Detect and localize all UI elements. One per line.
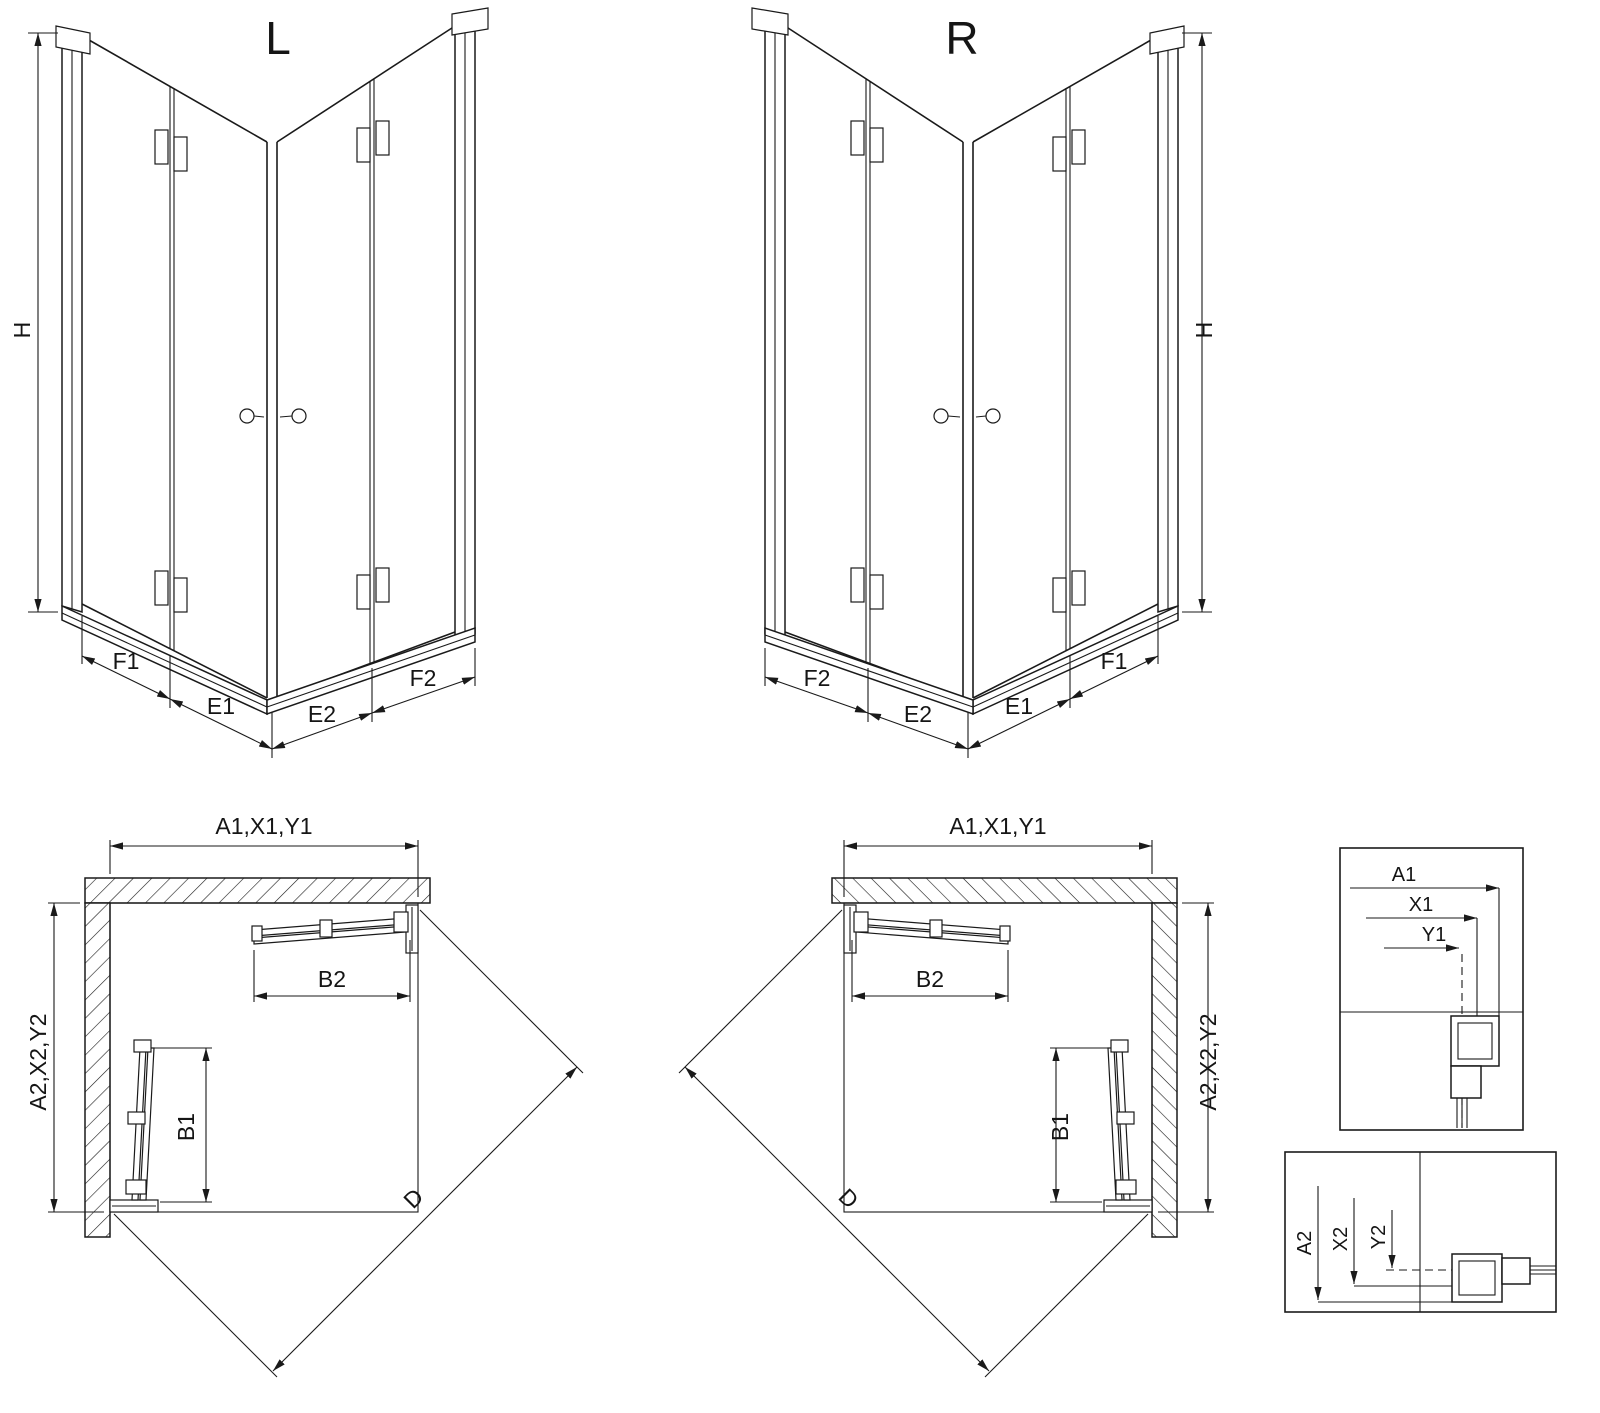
detail-y2-label: Y2 xyxy=(1368,1225,1390,1249)
dim-label-f1-right: F1 xyxy=(1101,648,1128,674)
plan-right-depth-label: A2,X2,Y2 xyxy=(1195,1013,1221,1110)
plan-view-right xyxy=(679,840,1214,1377)
detail-a2-label: A2 xyxy=(1294,1231,1316,1255)
plan-left-diagonal-label: D xyxy=(398,1183,428,1213)
detail-a1-label: A1 xyxy=(1392,864,1416,886)
dim-label-h-right: H xyxy=(1191,322,1217,339)
view-3d-right xyxy=(752,8,1212,758)
view-title-right: R xyxy=(945,12,978,64)
dim-label-f2-right: F2 xyxy=(804,665,831,691)
plan-right-width-label: A1,X1,Y1 xyxy=(949,813,1046,839)
dim-label-e2-left: E2 xyxy=(308,701,336,727)
plan-right-door-top-label: B2 xyxy=(916,966,944,992)
view-3d-left xyxy=(28,8,488,758)
view-title-left: L xyxy=(265,12,291,64)
detail-profile-section-horizontal xyxy=(1451,1253,1556,1303)
plan-right-door-side-label: B1 xyxy=(1047,1113,1073,1141)
plan-left-door-top-label: B2 xyxy=(318,966,346,992)
plan-left-depth-label: A2,X2,Y2 xyxy=(25,1013,51,1110)
dim-label-f2-left: F2 xyxy=(410,665,437,691)
detail-x2-label: X2 xyxy=(1330,1227,1352,1251)
detail-box-horizontal: A1 X1 Y1 xyxy=(1339,847,1524,1131)
detail-box-vertical: A2 X2 Y2 xyxy=(1284,1151,1557,1313)
plan-left-width-label: A1,X1,Y1 xyxy=(215,813,312,839)
dim-label-e1-right: E1 xyxy=(1005,693,1033,719)
plan-view-left xyxy=(48,840,583,1377)
plan-right-diagonal-label: D xyxy=(834,1183,864,1213)
dim-label-f1-left: F1 xyxy=(113,648,140,674)
plan-left-door-side-label: B1 xyxy=(173,1113,199,1141)
detail-x1-label: X1 xyxy=(1409,894,1433,916)
dim-label-e2-right: E2 xyxy=(904,701,932,727)
dim-label-e1-left: E1 xyxy=(207,693,235,719)
dim-label-h-left: H xyxy=(9,322,35,339)
detail-profile-section-vertical xyxy=(1450,1015,1500,1128)
detail-y1-label: Y1 xyxy=(1422,924,1446,946)
